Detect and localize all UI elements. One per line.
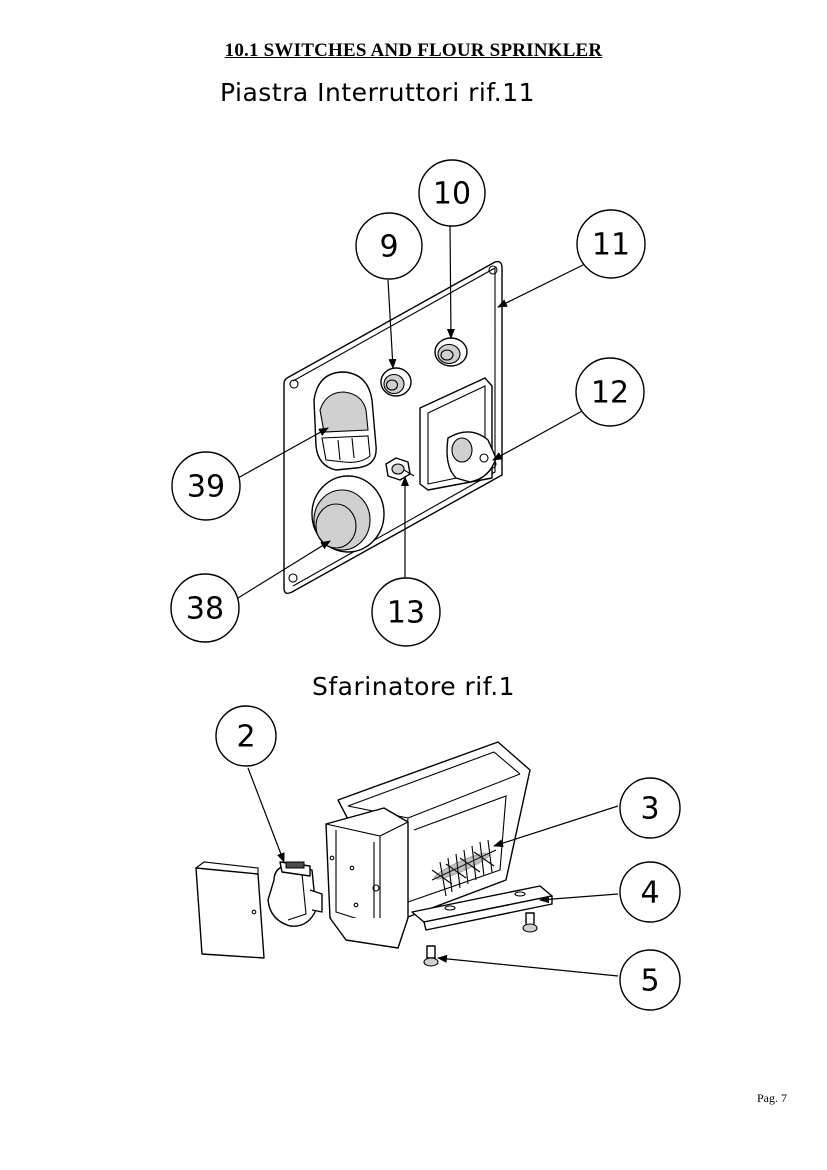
motor-2 <box>267 861 323 927</box>
large-knob-38 <box>311 475 385 553</box>
svg-text:10: 10 <box>433 177 471 212</box>
svg-text:4: 4 <box>640 876 659 911</box>
callout-38: 38 <box>170 573 240 643</box>
screw-4 <box>522 912 538 933</box>
screw-5 <box>423 945 439 967</box>
toggle-switch-13 <box>385 457 415 481</box>
svg-text:38: 38 <box>186 592 224 627</box>
svg-text:11: 11 <box>592 228 630 263</box>
svg-text:13: 13 <box>387 596 425 631</box>
callout-10: 10 <box>418 159 486 227</box>
callout-9: 9 <box>355 212 423 280</box>
switch-plate-leaders <box>237 223 586 599</box>
plate-4 <box>411 885 553 931</box>
callout-3: 3 <box>619 777 681 839</box>
socket-39 <box>313 371 377 471</box>
svg-text:9: 9 <box>379 230 398 265</box>
svg-text:2: 2 <box>236 720 255 755</box>
callout-39: 39 <box>171 451 241 521</box>
callout-12: 12 <box>575 357 645 427</box>
indicator-lamp-9 <box>380 367 412 397</box>
svg-text:3: 3 <box>640 792 659 827</box>
callout-4: 4 <box>619 861 681 923</box>
svg-text:5: 5 <box>640 964 659 999</box>
callout-13: 13 <box>371 577 441 647</box>
sprinkler-title: Sfarinatore rif.1 <box>312 672 516 701</box>
section-title: 10.1 SWITCHES AND FLOUR SPRINKLER <box>224 40 603 61</box>
rotary-switch-12 <box>419 377 497 491</box>
switch-plate-title: Piastra Interruttori rif.11 <box>220 78 536 107</box>
callout-2: 2 <box>215 705 277 767</box>
sprinkler-side-box <box>325 807 409 949</box>
page-number: Pag. 7 <box>757 1091 787 1105</box>
indicator-lamp-10 <box>434 337 468 367</box>
svg-text:39: 39 <box>187 470 225 505</box>
sprinkler-leaders <box>247 767 619 977</box>
brush-3 <box>431 839 497 897</box>
sprinkler-cover <box>195 861 265 959</box>
callout-11: 11 <box>576 209 646 279</box>
svg-text:12: 12 <box>591 376 629 411</box>
callout-5: 5 <box>619 949 681 1011</box>
